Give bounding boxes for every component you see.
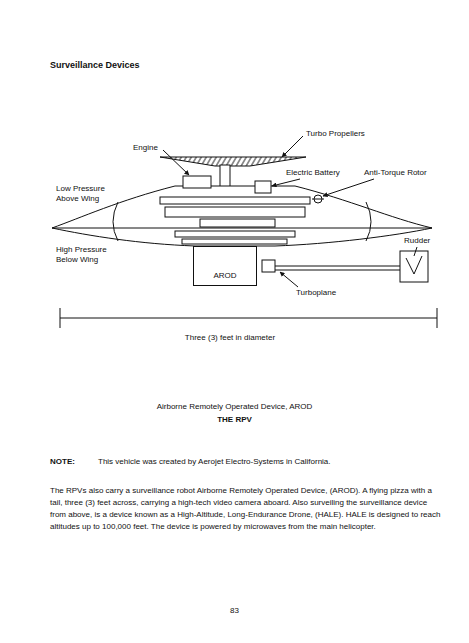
tail-boom [275,266,400,267]
part-label: Three (3) feet in diameter [130,333,330,343]
part-label: Low Pressure Above Wing [56,184,116,204]
node-text: AROD [209,271,240,285]
wing-line [52,228,432,229]
battery-block [255,181,271,193]
part-label: High Pressure Below Wing [56,245,118,265]
leader-line [414,247,417,256]
leader-line [280,272,298,287]
part-label: Electric Battery [286,168,340,178]
leader-line [163,150,189,175]
panel-line [113,202,118,241]
part-label: THE RPV [0,415,469,425]
engine-block [183,176,211,188]
rudder-mark [406,256,422,274]
lower-hull [52,228,432,246]
part-label: Rudder [404,236,430,246]
dimension-bracket [60,308,437,328]
deck [165,207,305,217]
anti-torque-rotor [312,199,324,200]
lower-disk [182,239,287,244]
rotor-mast [220,165,230,187]
part-label: Anti-Torque Rotor [364,168,427,178]
leader-line [272,179,300,186]
body-text: 83 [0,606,469,616]
arod-box: AROD [193,246,257,286]
deck [160,197,310,204]
leader-line [323,179,374,196]
turbo-propeller [160,157,306,166]
lower-disk [175,231,295,237]
body-text: This vehicle was created by Aerojet Elec… [98,457,458,467]
part-label: Engine [133,143,158,153]
tail-boom [275,270,400,271]
part-label: Turbo Propellers [306,129,365,139]
upper-hull [52,186,432,228]
panel-line [366,202,371,241]
body-text: NOTE: [50,457,75,467]
figure-caption: Airborne Remotely Operated Device, AROD [0,402,469,412]
body-text: The RPVs also carry a surveillance robot… [50,485,442,533]
leader-line [282,136,303,157]
page-title: Surveillance Devices [50,60,140,70]
turboplane-box [262,260,275,272]
part-label: Turboplane [296,288,336,298]
hub [200,219,275,227]
